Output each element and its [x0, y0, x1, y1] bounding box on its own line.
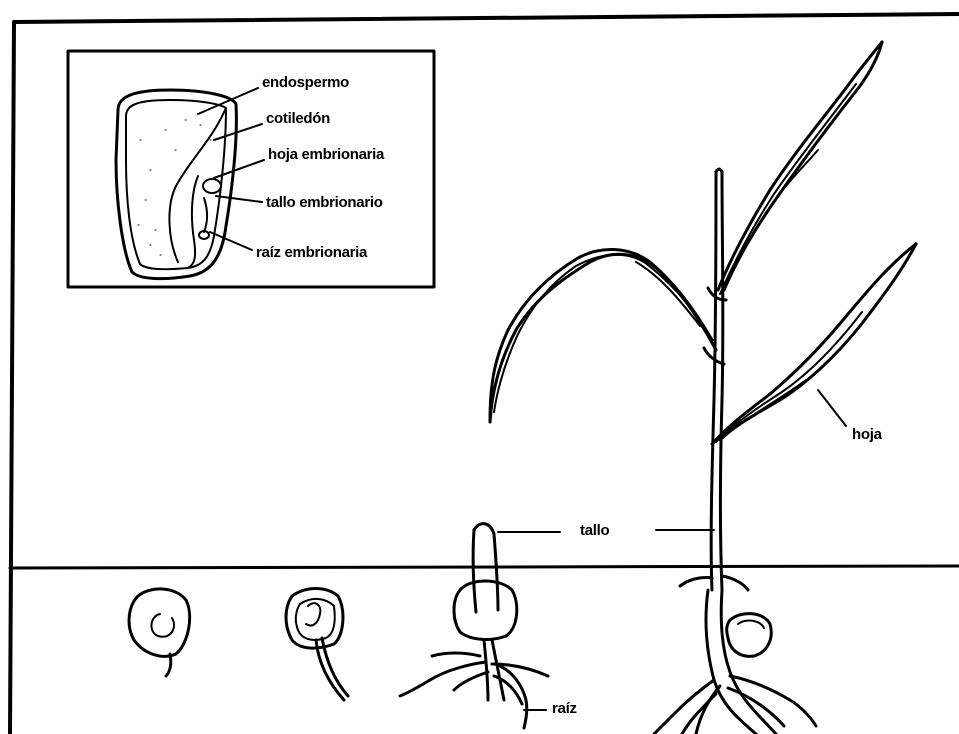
- leader-embryonic-leaf: [214, 160, 264, 178]
- label-embryonic-stem: tallo embrionario: [266, 194, 383, 211]
- label-stem: tallo: [580, 522, 609, 539]
- label-endosperm: endospermo: [262, 74, 349, 91]
- label-embryonic-root: raíz embrionaria: [256, 244, 367, 261]
- label-leaf: hoja: [852, 426, 882, 443]
- stage-3-seedling: [400, 524, 548, 728]
- leaf-right: [712, 244, 916, 444]
- leader-leaf: [818, 390, 846, 426]
- leaf-left: [490, 254, 716, 422]
- leader-cotyledon: [214, 124, 262, 140]
- label-root: raíz: [552, 700, 577, 717]
- plant-stem: [711, 172, 716, 590]
- mature-plant: [490, 42, 916, 734]
- ground-line: [10, 566, 959, 568]
- stage-2-seed: [286, 589, 348, 701]
- seed-cross-section-inset: [68, 51, 434, 287]
- leader-embryonic-root: [210, 232, 252, 250]
- label-cotyledon: cotiledón: [266, 110, 330, 127]
- stage-1-seed: [129, 589, 190, 676]
- label-embryonic-leaf: hoja embrionaria: [268, 146, 384, 163]
- leader-embryonic-stem: [216, 196, 262, 202]
